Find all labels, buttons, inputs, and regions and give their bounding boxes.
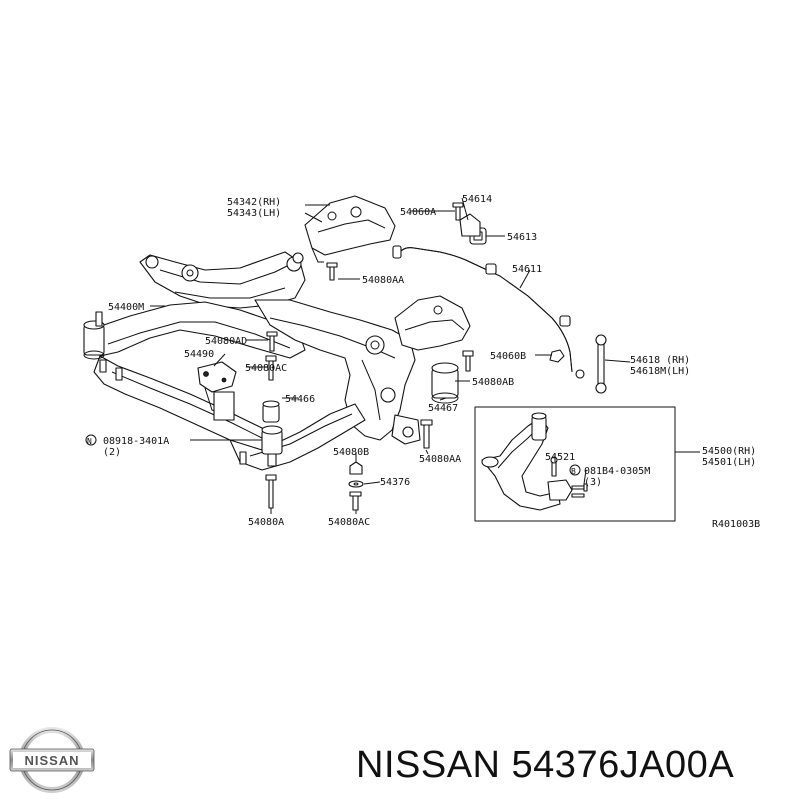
label-54400M: 54400M — [108, 302, 144, 313]
label-54501-lh: 54501(LH) — [702, 457, 756, 468]
label-n-mark: N — [87, 437, 92, 446]
plate-right-drawing — [394, 295, 471, 351]
label-54080AB: 54080AB — [472, 377, 514, 388]
leader-lines — [150, 197, 700, 514]
label-54080AA-bot: 54080AA — [419, 454, 461, 465]
plate-54342-drawing — [304, 195, 396, 281]
label-08918-qty: (2) — [103, 447, 121, 458]
label-54343: 54343(LH) — [227, 208, 281, 219]
nissan-logo-text: NISSAN — [24, 753, 79, 768]
callout-labels: 54342(RH) 54343(LH) 54060A 54614 54613 5… — [85, 194, 760, 530]
control-arm-box — [474, 406, 676, 522]
label-b-mark: B — [571, 467, 576, 476]
label-54080AC-mid: 54080AC — [245, 363, 287, 374]
label-54618-rh: 54618 (RH) — [630, 355, 690, 366]
label-54490: 54490 — [184, 349, 214, 360]
label-081B4-qty: (3) — [584, 477, 602, 488]
label-54614: 54614 — [462, 194, 492, 205]
label-54060B: 54060B — [490, 351, 526, 362]
label-54080AA-top: 54080AA — [362, 275, 404, 286]
n-circle-mark — [85, 434, 97, 446]
label-081B4-0305M: 081B4-0305M — [584, 466, 650, 477]
label-54080AC-bot: 54080AC — [328, 517, 370, 528]
label-54611: 54611 — [512, 264, 542, 275]
label-54060A: 54060A — [400, 207, 436, 218]
b-circle-mark — [569, 464, 581, 476]
nissan-logo: NISSAN — [9, 727, 95, 793]
label-54618M-lh: 54618M(LH) — [630, 366, 690, 377]
reference-code: R401003B — [712, 519, 760, 530]
label-08918-3401A: 08918-3401A — [103, 436, 169, 447]
label-54500-rh: 54500(RH) — [702, 446, 756, 457]
label-54080AD: 54080AD — [205, 336, 247, 347]
label-54080B: 54080B — [333, 447, 369, 458]
label-54376: 54376 — [380, 477, 410, 488]
label-54521: 54521 — [545, 452, 575, 463]
label-54466: 54466 — [285, 394, 315, 405]
label-54080A: 54080A — [248, 517, 284, 528]
label-54467: 54467 — [428, 403, 458, 414]
label-54342: 54342(RH) — [227, 197, 281, 208]
part-number-title: NISSAN 54376JA00A — [356, 744, 735, 786]
stabilizer-bar-drawing — [392, 202, 607, 394]
label-54613: 54613 — [507, 232, 537, 243]
subframe-drawing — [83, 251, 474, 511]
